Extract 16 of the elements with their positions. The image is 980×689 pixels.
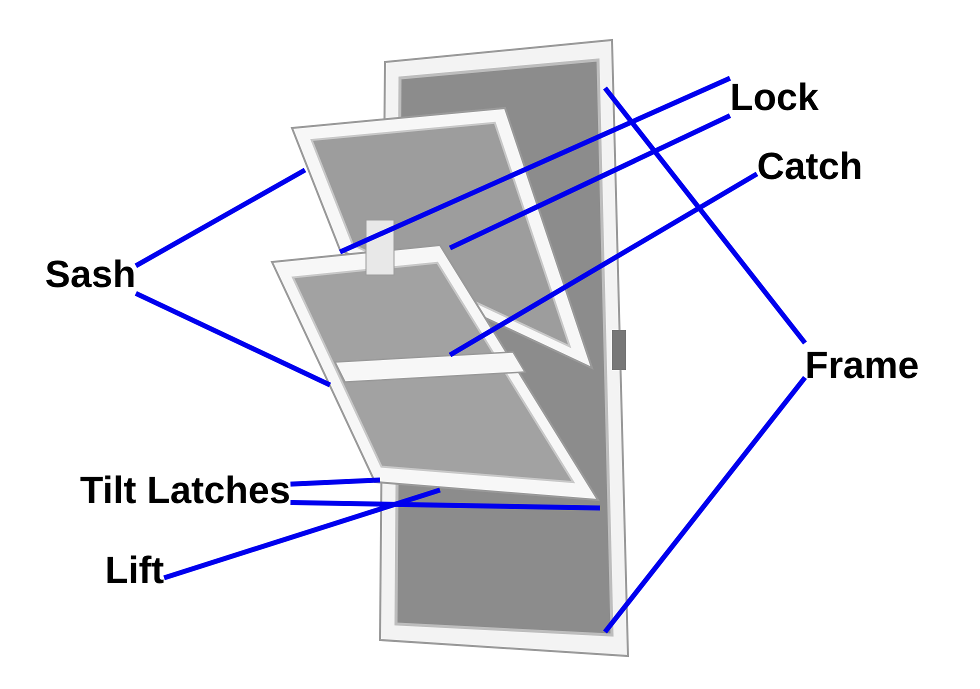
part-label: Catch [757, 146, 863, 188]
leader-line [134, 291, 332, 388]
leader-line [290, 500, 600, 510]
leader-line [134, 168, 306, 268]
leader-line [448, 172, 758, 358]
leader-line [163, 488, 441, 580]
part-label: Sash [45, 254, 136, 296]
leader-line [338, 76, 732, 254]
leader-line [290, 478, 380, 487]
leader-line [603, 86, 807, 345]
part-label: Tilt Latches [80, 470, 290, 512]
leader-line [448, 113, 732, 250]
part-label: Lock [730, 76, 819, 120]
part-label: Lift [105, 550, 164, 592]
part-label: Frame [805, 344, 920, 388]
leader-line [603, 376, 807, 634]
